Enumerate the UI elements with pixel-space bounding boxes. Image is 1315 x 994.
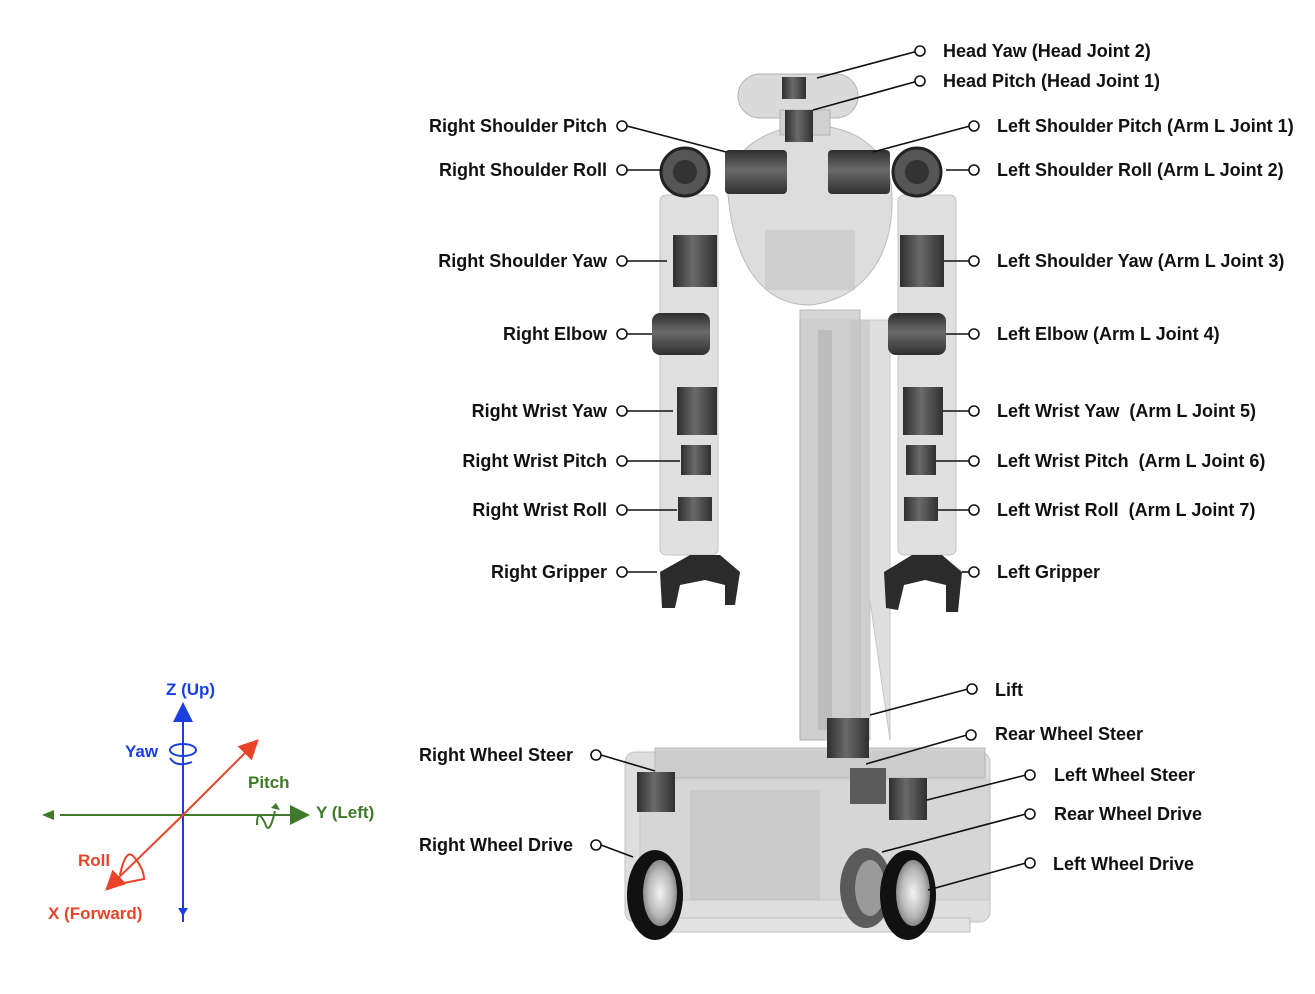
label-right-gripper: Right Gripper bbox=[491, 561, 607, 583]
label-right-elbow: Right Elbow bbox=[503, 323, 607, 345]
label-head-pitch: Head Pitch (Head Joint 1) bbox=[943, 70, 1160, 92]
label-left-shoulder-roll: Left Shoulder Roll (Arm L Joint 2) bbox=[997, 159, 1284, 181]
label-left-gripper: Left Gripper bbox=[997, 561, 1100, 583]
label-left-wrist-roll: Left Wrist Roll (Arm L Joint 7) bbox=[997, 499, 1255, 521]
label-left-shoulder-yaw: Left Shoulder Yaw (Arm L Joint 3) bbox=[997, 250, 1284, 272]
label-right-wrist-pitch: Right Wrist Pitch bbox=[462, 450, 607, 472]
label-left-shoulder-pitch: Left Shoulder Pitch (Arm L Joint 1) bbox=[997, 115, 1294, 137]
axis-frame bbox=[42, 706, 306, 922]
label-right-shoulder-roll: Right Shoulder Roll bbox=[439, 159, 607, 181]
label-z-axis: Z (Up) bbox=[166, 680, 215, 700]
label-y-axis: Y (Left) bbox=[316, 803, 374, 823]
label-left-wrist-pitch: Left Wrist Pitch (Arm L Joint 6) bbox=[997, 450, 1265, 472]
label-right-wrist-yaw: Right Wrist Yaw bbox=[472, 400, 607, 422]
label-left-wheel-drive: Left Wheel Drive bbox=[1053, 853, 1194, 875]
label-right-shoulder-yaw: Right Shoulder Yaw bbox=[438, 250, 607, 272]
label-left-wheel-steer: Left Wheel Steer bbox=[1054, 764, 1195, 786]
label-right-wheel-steer: Right Wheel Steer bbox=[419, 744, 573, 766]
label-right-shoulder-pitch: Right Shoulder Pitch bbox=[429, 115, 607, 137]
label-right-wheel-drive: Right Wheel Drive bbox=[419, 834, 573, 856]
label-rear-wheel-drive: Rear Wheel Drive bbox=[1054, 803, 1202, 825]
label-roll: Roll bbox=[78, 851, 110, 871]
label-left-elbow: Left Elbow (Arm L Joint 4) bbox=[997, 323, 1220, 345]
label-pitch: Pitch bbox=[248, 773, 290, 793]
pitch-rotation-icon bbox=[257, 811, 275, 828]
label-lift: Lift bbox=[995, 679, 1023, 701]
label-left-wrist-yaw: Left Wrist Yaw (Arm L Joint 5) bbox=[997, 400, 1256, 422]
label-yaw: Yaw bbox=[125, 742, 158, 762]
label-right-wrist-roll: Right Wrist Roll bbox=[472, 499, 607, 521]
label-x-axis: X (Forward) bbox=[48, 904, 142, 924]
label-head-yaw: Head Yaw (Head Joint 2) bbox=[943, 40, 1151, 62]
roll-rotation-icon bbox=[120, 854, 144, 883]
label-rear-wheel-steer: Rear Wheel Steer bbox=[995, 723, 1143, 745]
